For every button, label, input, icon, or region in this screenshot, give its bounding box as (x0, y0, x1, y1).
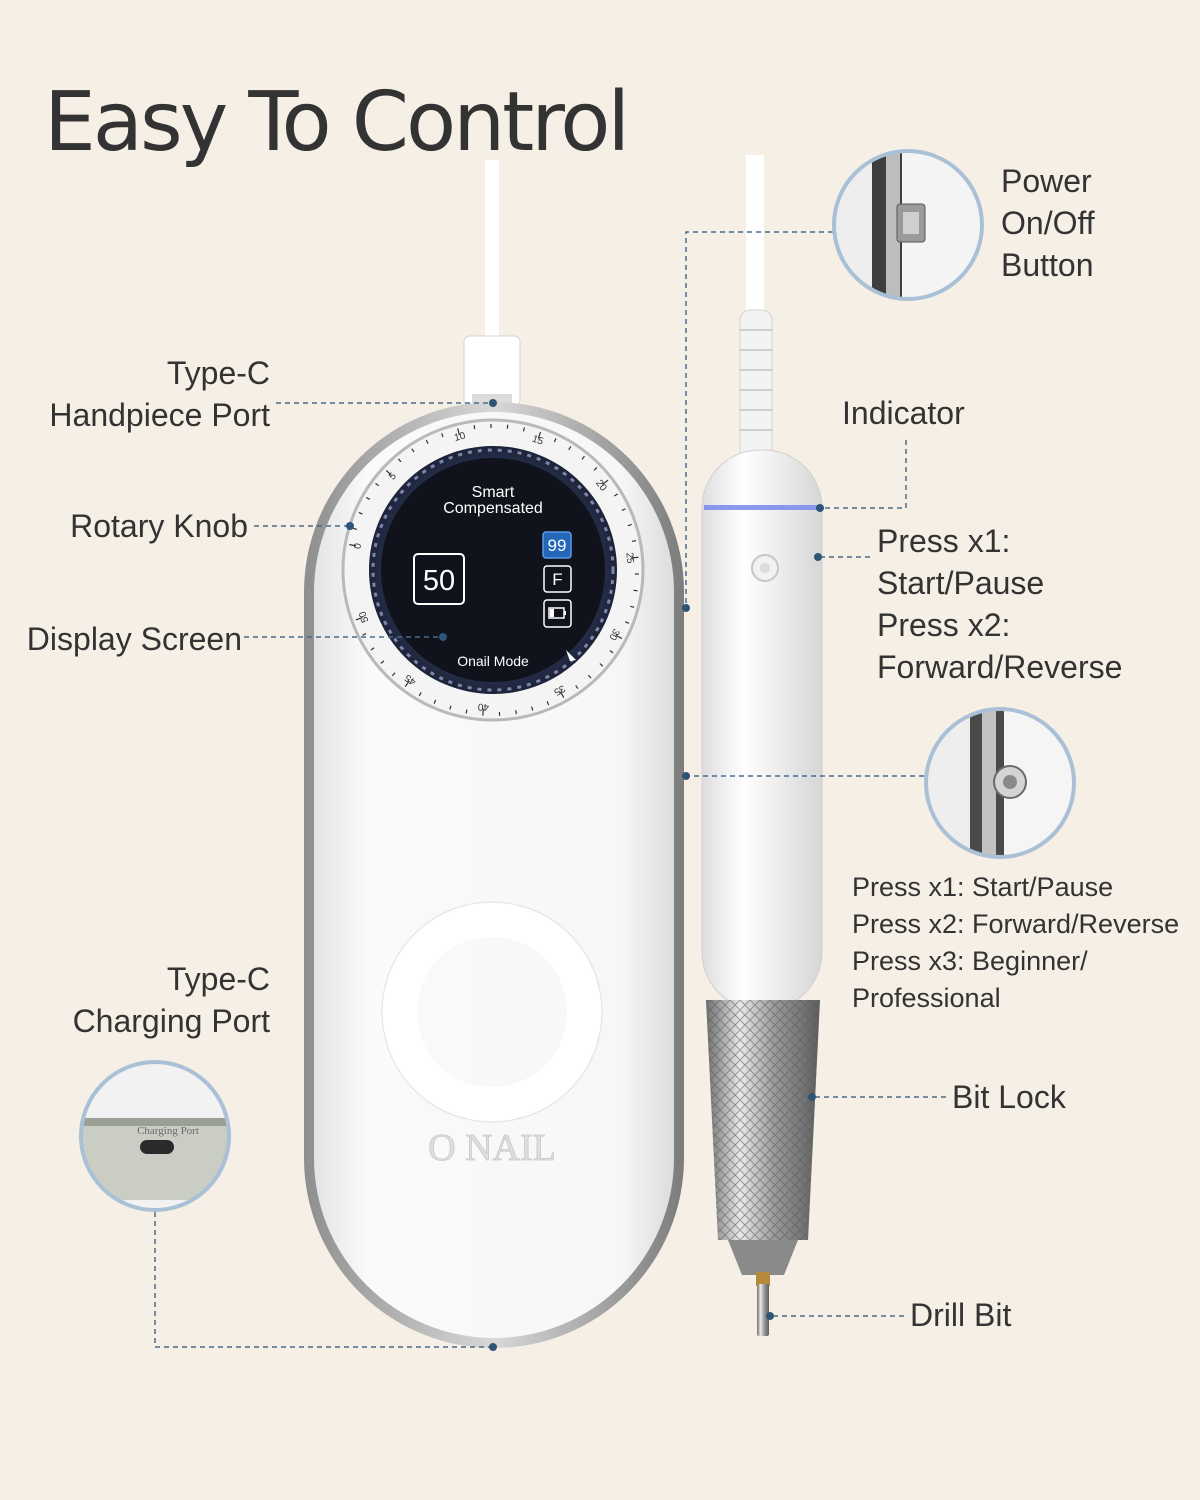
dial-tick-mark (553, 438, 557, 443)
leader-dots (346, 399, 824, 1351)
dial-tick-mark (621, 508, 626, 511)
side-button-callout (924, 707, 1076, 859)
power-button-callout (832, 149, 984, 301)
percent-badge (542, 531, 572, 559)
handpiece-port-label: Type-C Handpiece Port (49, 352, 270, 436)
screen-header-line2: Compensated (443, 500, 543, 517)
charging-port-label-line1: Type-C (166, 961, 270, 997)
dial-tick-mark (602, 479, 609, 485)
dial-tick-mark (418, 692, 422, 697)
dial-tick-mark (559, 691, 565, 698)
charging-port-label: Type-C Charging Port (73, 958, 270, 1042)
dial-tick-mark (375, 482, 380, 487)
dial-tick-label: 0 (352, 542, 364, 550)
dial-tick-mark (630, 605, 635, 608)
handpiece-port-label-line1: Type-C (166, 355, 270, 391)
dial-tick-mark (575, 685, 579, 690)
dial-tick-mark (627, 523, 632, 527)
dial-tick-label: 25 (623, 552, 635, 564)
pointer-icon (566, 650, 576, 661)
dial-tick-mark (633, 589, 638, 592)
screen-header-line1: Smart (472, 484, 515, 501)
dial-tick-mark (531, 706, 534, 711)
side-button-zoom-ring (924, 707, 1076, 859)
dial-tick-mark (362, 633, 367, 636)
dial-tick-mark (537, 431, 542, 439)
usb-c-plug (463, 335, 521, 408)
dial-tick-mark (465, 709, 468, 714)
side-button-label: Press x1: Start/Pause Press x2: Forward/… (852, 872, 1180, 1013)
direction-badge (543, 565, 572, 593)
dial-tick-mark (349, 544, 357, 547)
dial-tick-mark (515, 710, 517, 715)
dial-tick-mark (631, 556, 639, 559)
dial-tick-mark (449, 705, 452, 710)
dial-tick-label: 35 (551, 682, 566, 697)
charging-port-label-line2: Charging Port (72, 1003, 270, 1039)
dial-tick-label: 10 (453, 430, 467, 443)
dial-tick-mark (433, 699, 437, 704)
dial-tick-mark (546, 701, 550, 706)
speed-value: 50 (423, 565, 455, 597)
charging-port-engraving: Charging Port (137, 1125, 199, 1137)
dial-tick-mark (366, 496, 371, 500)
dial-tick-mark (370, 647, 375, 651)
dial-tick-label: 30 (606, 627, 621, 642)
dial-tick-mark (581, 455, 585, 460)
dial-tick-mark (358, 511, 363, 515)
dial-tick-mark (599, 663, 604, 667)
dial-tick-mark (631, 540, 637, 543)
dial-tick-mark (473, 425, 476, 430)
dial-tick-mark (593, 467, 598, 471)
drill-bit-shaft (757, 1284, 769, 1336)
handpiece (701, 449, 823, 1336)
dial-tick-mark (397, 458, 402, 463)
dial-tick-mark (624, 621, 630, 624)
brand-logo: O NAIL (428, 1127, 556, 1169)
dial-tick-mark (457, 428, 460, 436)
indicator-label: Indicator (842, 395, 965, 431)
dial-tick-mark (352, 527, 358, 531)
cable-strain-relief (739, 309, 773, 461)
percent-value: 99 (548, 536, 567, 555)
dial-tick-mark (568, 446, 572, 451)
handpiece-port-label-line2: Handpiece Port (49, 397, 270, 433)
touch-ring (381, 901, 603, 1123)
dial-tick-mark (391, 672, 396, 677)
power-button-label: Power On/Off Button (1001, 163, 1095, 283)
battery-icon (543, 599, 572, 628)
dial-tick-mark (609, 650, 614, 654)
drill-bit-label: Drill Bit (910, 1297, 1012, 1333)
speed-box (413, 553, 465, 605)
page-title: Easy To Control (44, 75, 630, 170)
dial-tick-label: 50 (357, 609, 371, 624)
dial-tick-mark (411, 448, 415, 453)
dial-tick-mark (380, 660, 385, 664)
power-button-zoom-ring (832, 149, 984, 301)
dial-tick-mark (615, 634, 623, 640)
dial-tick-label: 40 (477, 701, 489, 713)
charging-port-callout: Charging Port (79, 1060, 231, 1212)
dial-tick-mark (355, 616, 363, 621)
direction-value: F (552, 570, 562, 589)
dial-tick-mark (385, 469, 392, 476)
rotary-knob-label: Rotary Knob (70, 508, 248, 544)
display-screen: Smart Compensated 50 99 F Onail Mode (381, 458, 605, 682)
dial-tick-label: 5 (387, 471, 399, 483)
dial-tick-label: 15 (531, 434, 546, 448)
dial-tick-mark (522, 427, 525, 432)
display-screen-label: Display Screen (26, 621, 242, 657)
mode-label: Onail Mode (457, 653, 529, 669)
handpiece-button-label: Press x1: Start/Pause Press x2: Forward/… (877, 523, 1123, 685)
dial-tick-mark (404, 680, 410, 687)
indicator-light (704, 505, 820, 510)
dial-tick-mark (587, 674, 592, 679)
charging-port-zoom-ring (79, 1060, 231, 1212)
dial-tick-mark (613, 493, 618, 497)
dial-tick-mark (425, 439, 429, 444)
leader-lines (154, 231, 946, 1348)
bit-lock-label: Bit Lock (952, 1079, 1066, 1115)
dial-tick-mark (441, 433, 444, 438)
